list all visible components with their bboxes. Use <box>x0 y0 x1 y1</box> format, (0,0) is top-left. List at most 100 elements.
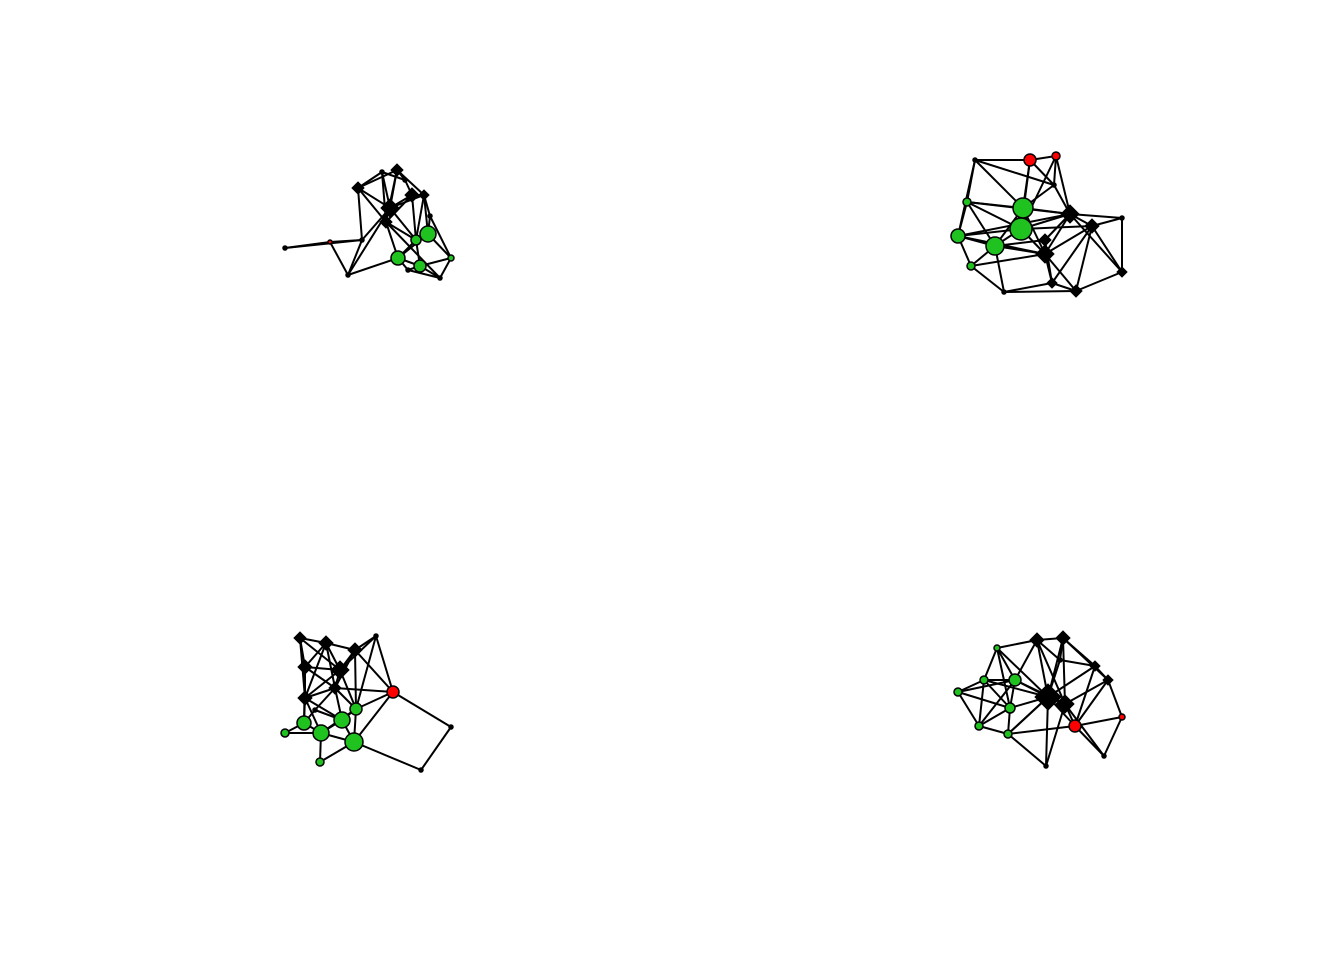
network-edge <box>299 637 341 671</box>
network-node-small <box>448 724 454 730</box>
network-edge <box>1074 665 1096 727</box>
network-edge <box>284 239 363 249</box>
network-edge <box>439 257 452 279</box>
network-node-diamond <box>404 187 420 203</box>
network-edge <box>357 169 398 189</box>
network-edge <box>1074 716 1123 727</box>
network-edge <box>978 725 1009 735</box>
network-node-green <box>962 197 972 207</box>
network-node-diamond <box>1084 218 1100 234</box>
network-edge <box>381 171 387 223</box>
network-node-red <box>327 239 333 245</box>
network-edge <box>957 679 985 693</box>
network-node-diamond <box>1034 683 1062 711</box>
network-edge <box>355 691 394 710</box>
network-node-green <box>1003 729 1013 739</box>
network-node-small <box>312 707 318 713</box>
network-edge <box>420 726 452 771</box>
network-node-diamond <box>293 631 307 645</box>
network-edge <box>1064 679 1109 705</box>
network-node-small <box>379 169 385 175</box>
network-node-red <box>1068 719 1082 733</box>
network-node-small <box>1001 289 1007 295</box>
network-edge <box>304 666 336 689</box>
network-edge <box>354 649 357 710</box>
network-edge <box>329 241 349 276</box>
network-edge <box>1062 637 1066 705</box>
network-node-green <box>349 702 363 716</box>
network-edge <box>385 221 417 241</box>
network-panel-top-right <box>950 151 1128 298</box>
network-edge <box>353 691 394 743</box>
network-node-small <box>1051 182 1057 188</box>
network-edge <box>304 669 341 699</box>
network-node-small <box>402 177 408 183</box>
network-edge <box>347 257 399 276</box>
network-edge <box>385 221 441 279</box>
network-node-small <box>1043 763 1049 769</box>
network-edge <box>1007 733 1047 767</box>
network-node-small <box>972 157 978 163</box>
network-edge <box>1053 155 1057 186</box>
network-edge <box>381 171 406 181</box>
network-node-green <box>344 732 364 752</box>
network-node-diamond <box>1029 632 1045 648</box>
network-edge <box>1091 225 1123 273</box>
network-node-small <box>1119 215 1125 221</box>
network-node-small <box>345 272 351 278</box>
network-node-diamond <box>418 189 430 201</box>
network-edge <box>1103 716 1123 757</box>
network-edge <box>396 169 425 196</box>
network-edge <box>1069 213 1123 273</box>
network-node-green <box>315 757 325 767</box>
network-edge <box>957 679 1016 693</box>
network-edge <box>1064 703 1105 757</box>
network-edge <box>314 687 336 711</box>
network-node-small <box>437 275 443 281</box>
network-edge <box>1075 271 1123 292</box>
network-edge <box>392 691 452 728</box>
network-edge <box>974 159 1055 186</box>
network-node-green <box>447 254 455 262</box>
network-edge <box>983 647 998 681</box>
network-node-green <box>280 728 290 738</box>
network-node-green <box>966 261 976 271</box>
network-node-diamond <box>380 198 400 218</box>
network-node-green <box>1012 197 1034 219</box>
network-edge <box>1014 639 1038 681</box>
network-edge <box>1059 659 1096 667</box>
network-edge <box>978 707 1011 727</box>
network-edge <box>357 187 363 241</box>
network-edge <box>1051 225 1093 284</box>
network-edge <box>957 691 980 727</box>
network-edge <box>334 687 394 693</box>
network-node-diamond <box>297 659 313 675</box>
network-edge <box>957 691 1011 709</box>
network-edge <box>353 741 422 771</box>
network-node-green <box>985 236 1005 256</box>
network-node-green <box>979 675 989 685</box>
network-node-green <box>953 687 963 697</box>
network-node-diamond <box>1046 277 1058 289</box>
network-node-green <box>390 250 406 266</box>
network-node-green <box>950 228 966 244</box>
network-node-green <box>974 721 984 731</box>
network-node-green <box>333 711 351 729</box>
network-node-diamond <box>1055 630 1071 646</box>
network-node-small <box>282 245 288 251</box>
network-node-green <box>1008 673 1022 687</box>
network-edge <box>996 647 1049 698</box>
network-node-diamond <box>1055 694 1075 714</box>
network-node-red <box>386 685 400 699</box>
network-node-small <box>1101 753 1107 759</box>
network-node-red <box>1023 153 1037 167</box>
network-node-diamond <box>379 215 393 229</box>
network-edge <box>978 679 1016 727</box>
network-node-small <box>427 213 433 219</box>
network-edge <box>375 635 394 693</box>
network-node-green <box>1004 702 1016 714</box>
network-node-green <box>296 715 312 731</box>
network-edge <box>1007 725 1076 735</box>
network-node-small <box>405 267 411 273</box>
network-edge <box>355 635 377 710</box>
